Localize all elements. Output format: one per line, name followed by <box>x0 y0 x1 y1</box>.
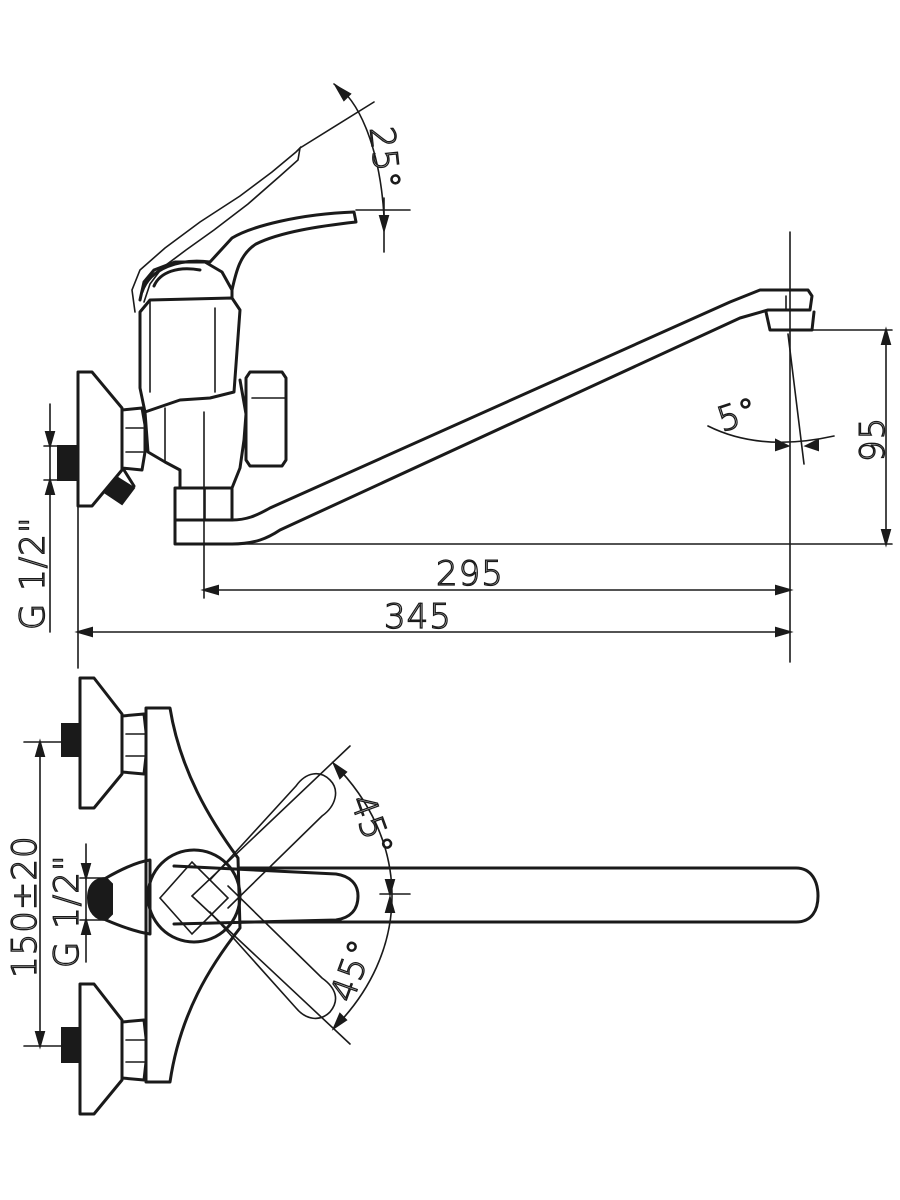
dim-extension <box>299 101 375 149</box>
body-plate <box>144 706 242 1084</box>
center-nose-outline <box>104 858 152 936</box>
dim-arrow <box>378 215 390 234</box>
dim-arrow <box>80 863 92 882</box>
dim-arrow <box>384 879 396 898</box>
inlet-stub-upper <box>61 723 81 757</box>
dim-arc-spout <box>707 425 835 444</box>
dim-arc-angles <box>333 763 393 1029</box>
dim-arrow <box>775 584 794 596</box>
dim-arrow <box>34 1031 46 1050</box>
length-total-label: 345 <box>384 597 452 637</box>
inlet-stub-lower <box>61 1027 81 1063</box>
angle-lever-label: 25° <box>361 125 407 192</box>
union-nut-lower <box>120 1018 148 1082</box>
dim-arrow <box>880 326 892 345</box>
dim-extension <box>787 333 805 465</box>
angle-upper-label: 45° <box>342 789 401 862</box>
valve-body-lower <box>143 378 248 490</box>
dim-arrow <box>74 626 93 638</box>
wall-flange-upper <box>78 676 124 810</box>
dim-arrow <box>80 916 92 935</box>
lever-raised-outline <box>131 145 302 313</box>
dim-arrow <box>331 1012 348 1031</box>
spout-pipe <box>173 288 814 546</box>
thread-inlet-side-label: G 1/2" <box>13 516 53 630</box>
dim-arrow <box>803 438 819 452</box>
dim-arrow <box>44 476 56 495</box>
thread-inlet-top-label: G 1/2" <box>47 854 87 968</box>
center-nose <box>86 876 113 922</box>
spout-top <box>238 866 820 924</box>
lever-handle-inner <box>152 267 202 288</box>
dim-arrow <box>775 438 791 452</box>
spout-aerator <box>764 310 816 332</box>
center-distance-label: 150±20 <box>5 835 45 978</box>
dim-arrow <box>200 584 219 596</box>
inlet-stub <box>57 445 77 481</box>
dim-extension <box>191 895 351 1045</box>
cartridge-square <box>158 860 230 936</box>
dim-arrow <box>44 431 56 450</box>
side-cap <box>244 370 288 468</box>
dim-extension <box>191 745 351 897</box>
union-nut <box>120 406 147 472</box>
length-spout-label: 295 <box>436 554 504 594</box>
dim-arrow <box>331 761 348 780</box>
dim-arrow <box>34 738 46 757</box>
dim-arrow <box>333 83 352 102</box>
lever-top <box>172 864 360 926</box>
lever-rotated-lower <box>209 885 337 1020</box>
lever-rotated-upper <box>209 773 337 909</box>
dim-arrow <box>775 626 794 638</box>
top-view: 45° 45° 150±20 G 1/2" <box>4 676 820 1116</box>
dim-arrow <box>384 894 396 913</box>
valve-body <box>138 296 242 414</box>
side-view: 25° 5° 95 295 345 G 1/2" <box>12 83 894 669</box>
eccentric-fitting-neck <box>122 468 136 488</box>
union-nut-upper <box>120 712 148 776</box>
eccentric-fitting <box>102 476 136 506</box>
dim-arrow <box>880 529 892 548</box>
angle-lower-label: 45° <box>323 934 382 1007</box>
wall-flange-lower <box>78 982 124 1116</box>
lever-handle <box>140 210 358 294</box>
height-outlet-label: 95 <box>853 417 893 462</box>
angle-spout-label: 5° <box>712 390 763 441</box>
